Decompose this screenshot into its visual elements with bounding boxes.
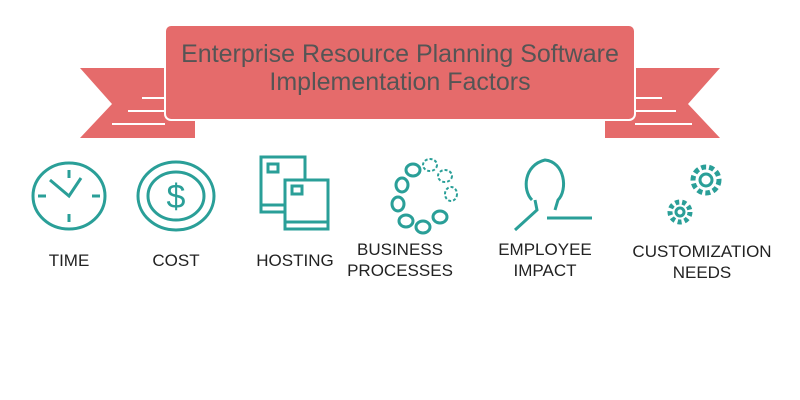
clock-icon bbox=[31, 161, 107, 231]
factor-time-label: TIME bbox=[48, 251, 90, 270]
factor-cost-label: COST bbox=[152, 251, 200, 270]
dollar-coin-icon: $ bbox=[136, 160, 216, 232]
employee-person-icon bbox=[513, 158, 592, 232]
ribbon bbox=[80, 24, 720, 138]
process-cycle-icon bbox=[390, 158, 458, 235]
gears-icon bbox=[667, 164, 722, 225]
svg-text:$: $ bbox=[167, 178, 186, 216]
factor-business-processes-label: BUSINESS PROCESSES bbox=[347, 240, 453, 280]
factor-hosting-label: HOSTING bbox=[256, 251, 334, 270]
hosting-documents-icon bbox=[259, 155, 330, 231]
factor-customization-needs-label: CUSTOMIZATION NEEDS bbox=[632, 242, 772, 282]
factor-employee-impact-label: EMPLOYEE IMPACT bbox=[498, 240, 592, 280]
